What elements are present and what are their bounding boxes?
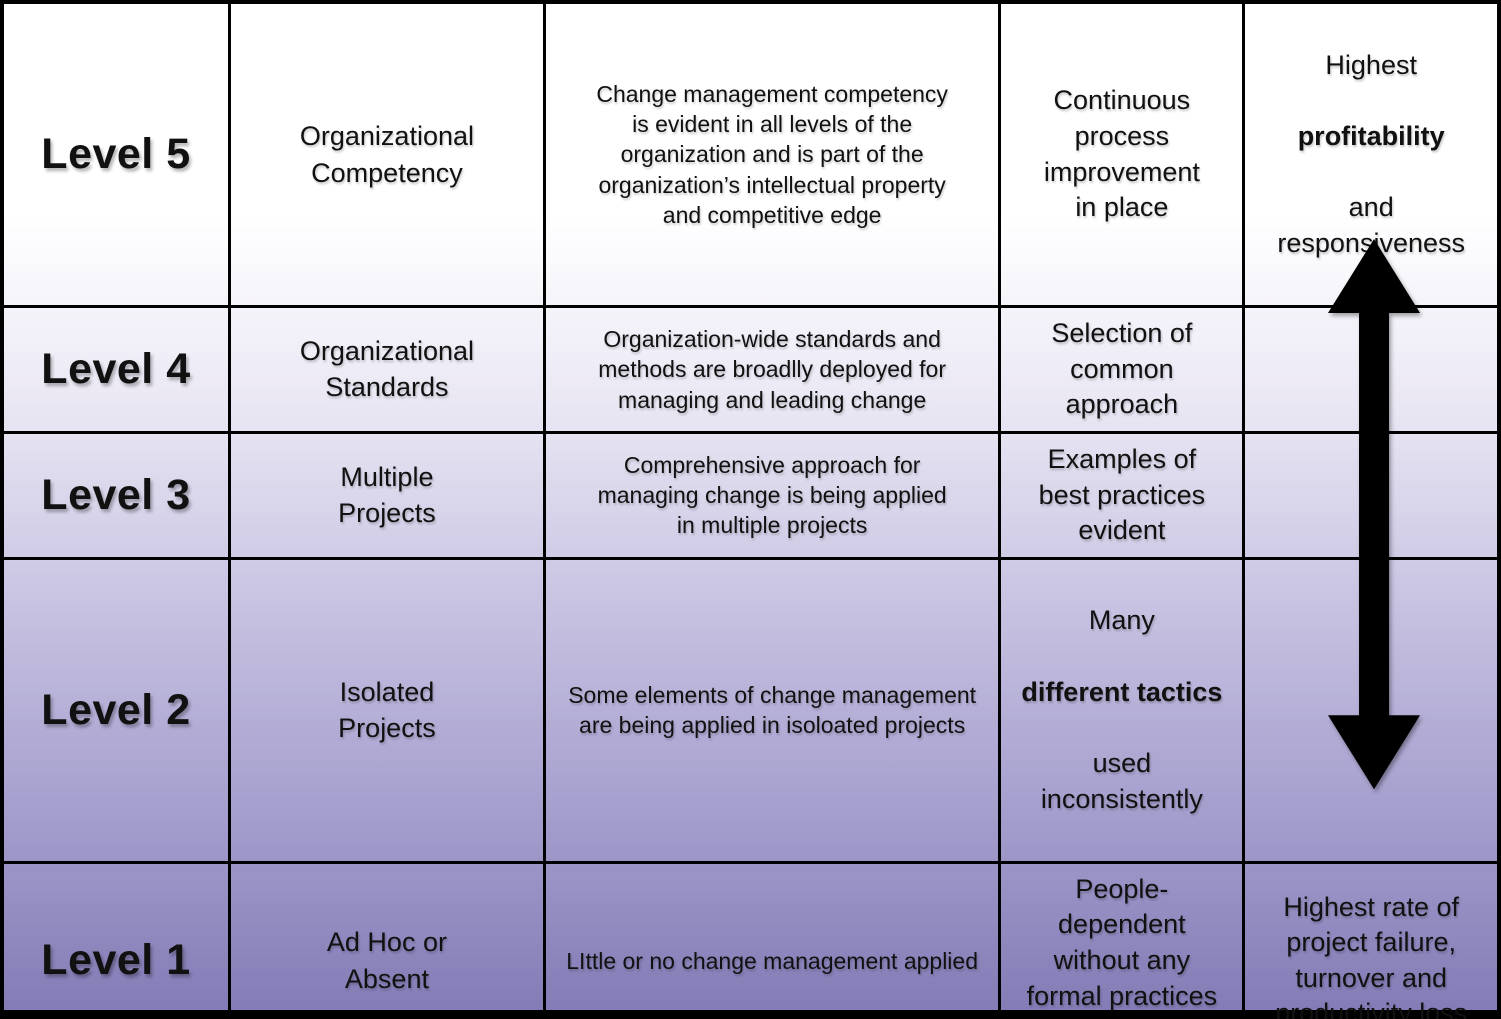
cell-description-3: Comprehensive approach for managing chan… xyxy=(542,430,999,557)
cell-status-2: Many different tactics used inconsistent… xyxy=(998,556,1243,861)
cell-status-5: Continuous process improvement in place xyxy=(998,4,1242,305)
cell-level-3: Level 3 xyxy=(4,430,228,557)
cell-level-2: Level 2 xyxy=(4,556,228,861)
cell-outcome-1: Highest rate of project failure, turnove… xyxy=(1242,860,1497,1019)
level-1-label: Level 1 xyxy=(41,936,191,985)
level-2-label: Level 2 xyxy=(41,685,191,734)
level-5-outcome-part: and responsiveness xyxy=(1277,192,1465,258)
level-5-description: Change management competency is evident … xyxy=(596,80,948,229)
level-1-outcome: Highest rate of project failure, turnove… xyxy=(1275,891,1468,1019)
level-1-name: Ad Hoc or Absent xyxy=(326,927,447,994)
level-5-outcome: Highest profitability and responsiveness xyxy=(1277,12,1465,297)
level-3-description: Comprehensive approach for managing chan… xyxy=(597,451,947,539)
cell-status-4: Selection of common approach xyxy=(998,305,1243,431)
cell-name-4: Organizational Standards xyxy=(227,305,543,431)
level-3-name: Multiple Projects xyxy=(338,461,436,529)
level-5-status: Continuous process improvement in place xyxy=(1043,85,1200,223)
cell-name-2: Isolated Projects xyxy=(227,556,543,861)
level-3-label: Level 3 xyxy=(41,470,191,519)
cell-status-1: People-dependent without any formal prac… xyxy=(998,860,1243,1019)
level-5-outcome-part: Highest xyxy=(1325,49,1417,80)
level-5-label: Level 5 xyxy=(41,130,191,178)
level-4-label: Level 4 xyxy=(41,344,191,393)
cell-description-4: Organization-wide standards and methods … xyxy=(542,305,999,431)
level-2-name: Isolated Projects xyxy=(338,676,436,744)
level-3-status: Examples of best practices evident xyxy=(1038,443,1206,546)
cell-level-5: Level 5 xyxy=(4,4,228,305)
cell-description-2: Some elements of change management are b… xyxy=(542,556,999,861)
level-5-outcome-bold: profitability xyxy=(1297,120,1445,151)
level-1-description: LIttle or no change management applied xyxy=(566,947,978,974)
level-2-status-bold: different tactics xyxy=(1021,676,1223,707)
cell-level-1: Level 1 xyxy=(4,860,228,1019)
cell-outcome-2 xyxy=(1242,556,1497,861)
level-4-name: Organizational Standards xyxy=(299,336,474,403)
level-2-status: Many different tactics used inconsistent… xyxy=(1021,568,1222,853)
level-2-description: Some elements of change management are b… xyxy=(568,681,977,739)
cell-outcome-4 xyxy=(1242,305,1497,431)
level-2-status-part: Many xyxy=(1088,605,1155,636)
cell-outcome-5: Highest profitability and responsiveness xyxy=(1242,4,1497,305)
cell-name-5: Organizational Competency xyxy=(227,4,543,305)
cell-outcome-3 xyxy=(1242,430,1497,557)
level-5-name: Organizational Competency xyxy=(299,121,474,188)
level-4-description: Organization-wide standards and methods … xyxy=(598,325,947,413)
level-4-status: Selection of common approach xyxy=(1051,318,1193,420)
level-2-status-part: used inconsistently xyxy=(1040,747,1203,814)
cell-level-4: Level 4 xyxy=(4,305,228,431)
level-1-status: People-dependent without any formal prac… xyxy=(1026,873,1218,1019)
cell-name-3: Multiple Projects xyxy=(227,430,543,557)
cell-description-5: Change management competency is evident … xyxy=(542,4,998,305)
cell-status-3: Examples of best practices evident xyxy=(998,430,1243,557)
cell-name-1: Ad Hoc or Absent xyxy=(227,860,543,1019)
cell-description-1: LIttle or no change management applied xyxy=(542,860,999,1019)
